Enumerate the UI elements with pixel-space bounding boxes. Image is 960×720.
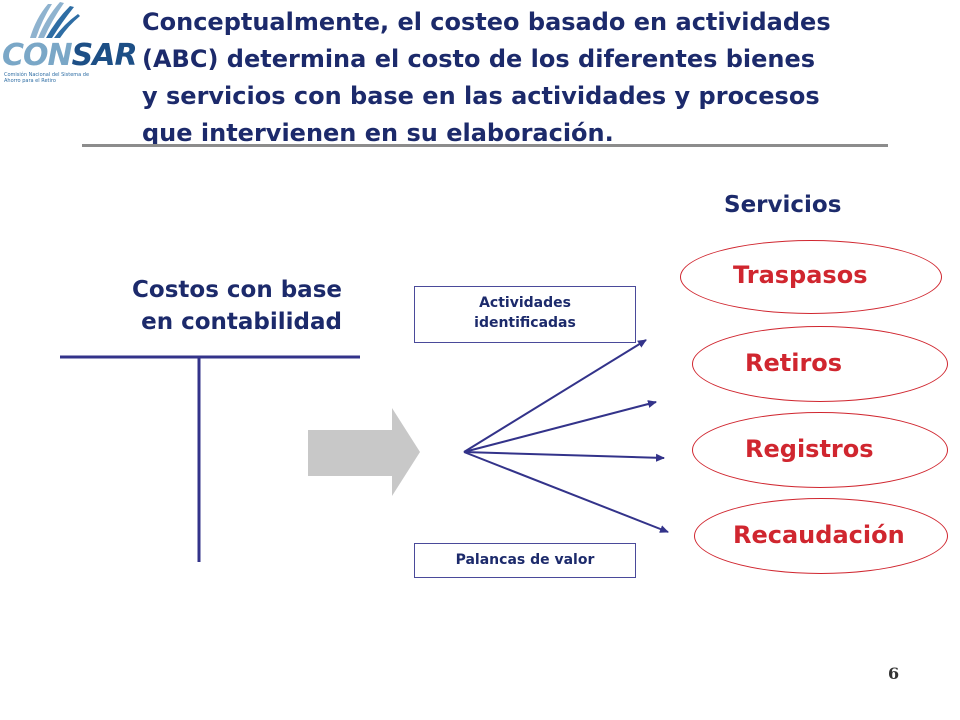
actividades-box: Actividades identificadas xyxy=(414,286,636,343)
service-retiros-label: Retiros xyxy=(745,349,843,377)
arrow-to-traspasos xyxy=(463,339,647,453)
service-recaudacion-label: Recaudación xyxy=(733,521,905,549)
ledger-label-line-1: Costos con base xyxy=(132,277,342,303)
arrow-to-recaudacion xyxy=(463,451,669,533)
service-traspasos-label: Traspasos xyxy=(733,261,868,289)
ledger-label: Costos con base en contabilidad xyxy=(82,274,342,338)
actividades-line-1: Actividades xyxy=(479,295,571,311)
actividades-line-2: identificadas xyxy=(474,315,576,331)
service-registros-label: Registros xyxy=(745,435,874,463)
ledger-label-line-2: en contabilidad xyxy=(141,309,342,335)
arrow-to-retiros xyxy=(463,400,657,453)
logo-subtitle: Comisión Nacional del Sistema de Ahorro … xyxy=(4,72,90,84)
big-arrow-shape xyxy=(308,408,420,496)
title-divider xyxy=(82,144,888,147)
consar-logo-icon xyxy=(30,2,80,38)
palancas-box: Palancas de valor xyxy=(414,543,636,578)
title-line-1: Conceptualmente, el costeo basado en act… xyxy=(142,8,831,36)
title-line-3: y servicios con base en las actividades … xyxy=(142,82,820,110)
servicios-heading: Servicios xyxy=(724,192,842,218)
service-traspasos: Traspasos xyxy=(680,240,942,314)
page-number: 6 xyxy=(888,664,900,683)
service-retiros: Retiros xyxy=(692,326,948,402)
arrow-to-registros xyxy=(463,451,665,462)
logo-wordmark: CONSAR xyxy=(2,38,138,73)
service-registros: Registros xyxy=(692,412,948,488)
title-line-4: que intervienen en su elaboración. xyxy=(142,119,614,147)
service-recaudacion: Recaudación xyxy=(694,498,948,574)
title-line-2: (ABC) determina el costo de los diferent… xyxy=(142,45,816,73)
slide-title: Conceptualmente, el costeo basado en act… xyxy=(142,4,902,152)
consar-logo xyxy=(0,0,100,70)
